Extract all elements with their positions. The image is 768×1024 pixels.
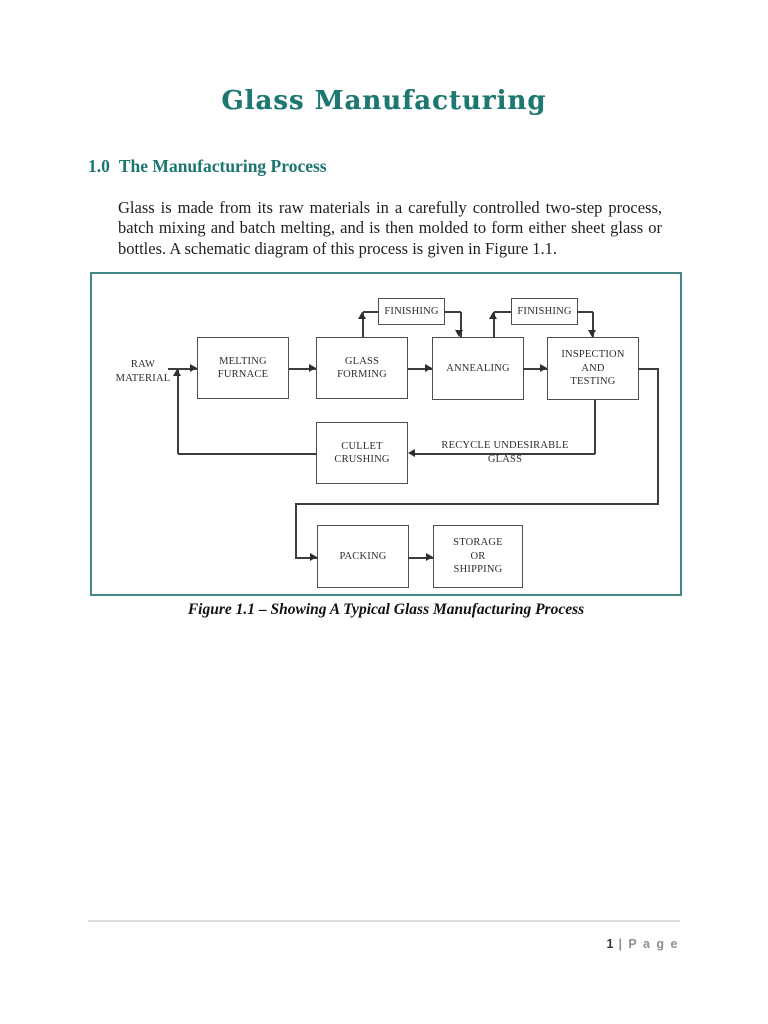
line-corner-to-finishing1 <box>363 311 378 313</box>
line-into-packing <box>295 557 317 559</box>
line-cullet-to-return <box>178 453 317 455</box>
arrow-down-icon <box>588 330 596 337</box>
line-finishing2-out <box>577 311 593 313</box>
arrow-right-icon <box>310 553 317 561</box>
node-storage-or-shipping: STORAGE OR SHIPPING <box>433 525 523 588</box>
section-title: The Manufacturing Process <box>118 156 327 176</box>
node-packing: PACKING <box>317 525 409 588</box>
line-packing-to-storage <box>408 557 433 559</box>
line-inspection-down <box>594 400 596 454</box>
line-finishing1-out <box>444 311 461 313</box>
line-annealing-to-inspection <box>523 368 547 370</box>
line-glassforming-to-annealing <box>408 368 432 370</box>
line-raw-to-melting <box>168 368 197 370</box>
line-inspection-right <box>638 368 658 370</box>
line-left-down <box>295 503 297 558</box>
page-number: 1 <box>606 937 614 951</box>
node-finishing-2: FINISHING <box>511 298 578 325</box>
line-annealing-up-finishing2 <box>493 312 495 337</box>
document-title: Glass Manufacturing <box>221 86 547 116</box>
node-finishing-1: FINISHING <box>378 298 445 325</box>
arrow-right-icon <box>426 553 433 561</box>
line-long-left <box>295 503 659 505</box>
intro-paragraph: Glass is made from its raw materials in … <box>118 197 662 258</box>
node-melting-furnace: MELTING FURNACE <box>197 337 289 399</box>
line-finishing1-down-annealing <box>460 312 462 337</box>
arrow-right-icon <box>190 364 197 372</box>
arrow-up-icon <box>358 312 366 319</box>
arrow-up-icon <box>173 369 181 376</box>
footer-divider <box>88 920 680 922</box>
line-corner-to-finishing2 <box>494 311 511 313</box>
node-recycle-undesirable-glass: RECYCLE UNDESIRABLE GLASS <box>441 440 569 465</box>
section-number: 1.0 <box>88 156 110 176</box>
line-right-down <box>657 368 659 504</box>
node-glass-forming: GLASS FORMING <box>316 337 408 399</box>
line-melting-to-glassforming <box>289 368 316 370</box>
page-footer: 1 | P a g e <box>593 923 679 965</box>
line-glassforming-up-finishing1 <box>362 312 364 337</box>
arrow-right-icon <box>309 364 316 372</box>
node-inspection-and-testing: INSPECTION AND TESTING <box>547 337 639 400</box>
figure-caption: Figure 1.1 – Showing A Typical Glass Man… <box>187 601 585 618</box>
line-finishing2-down-inspection <box>592 312 594 337</box>
line-recycle-to-cullet <box>412 453 595 455</box>
page-label: | P a g e <box>613 937 679 951</box>
arrow-right-icon <box>540 364 547 372</box>
arrow-right-icon <box>425 364 432 372</box>
arrow-down-icon <box>455 330 463 337</box>
section-heading: 1.0 The Manufacturing Process <box>88 156 327 177</box>
node-cullet-crushing: CULLET CRUSHING <box>316 422 408 484</box>
arrow-left-icon <box>408 449 415 457</box>
node-annealing: ANNEALING <box>432 337 524 400</box>
line-recycle-return-up <box>177 370 179 454</box>
arrow-up-icon <box>489 312 497 319</box>
node-raw-material: RAW MATERIAL <box>115 359 171 384</box>
figure-1-1-diagram: RAW MATERIAL RECYCLE UNDESIRABLE GLASS M… <box>90 272 682 596</box>
